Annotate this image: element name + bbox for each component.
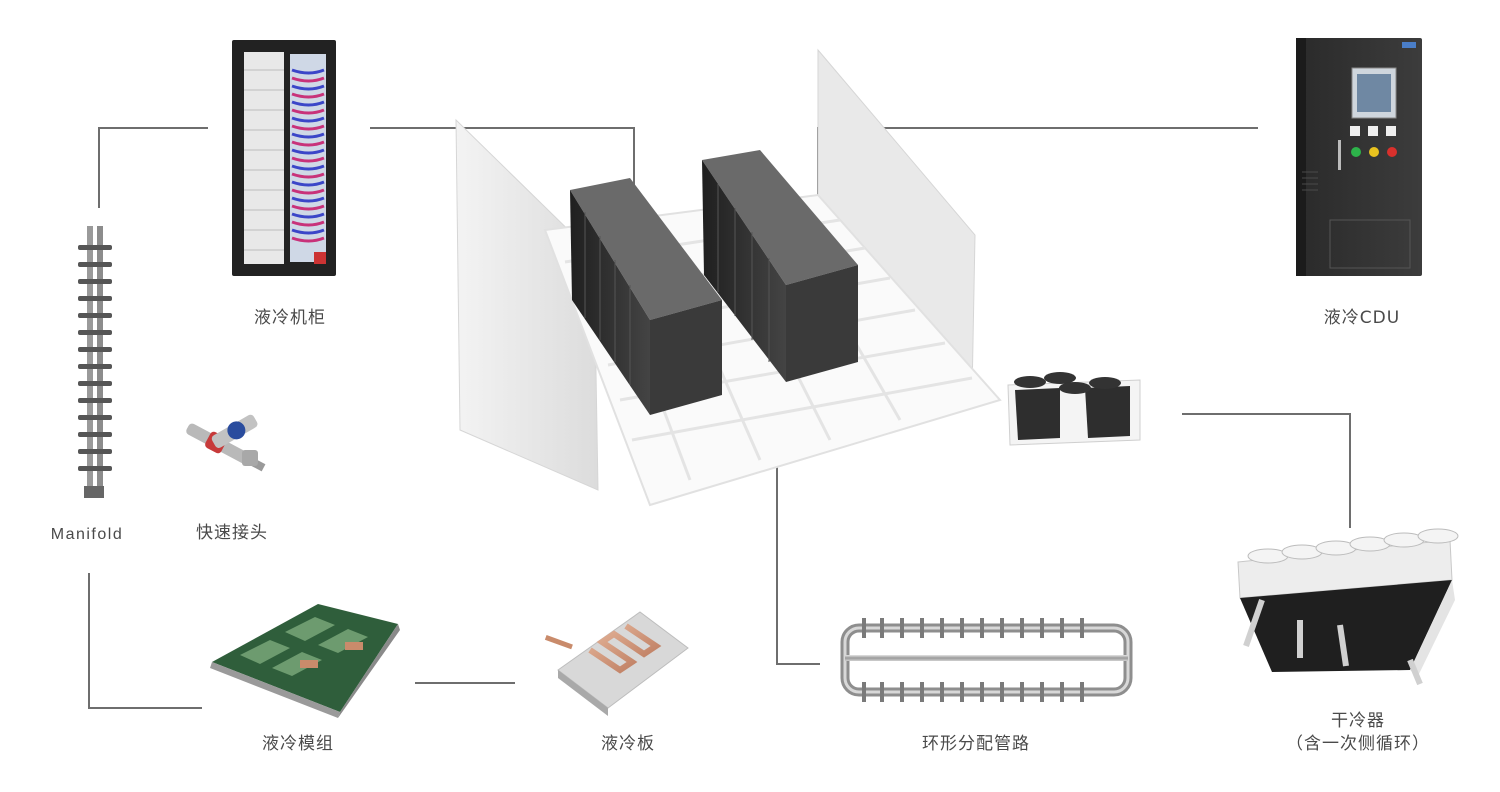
label-cold-plate: 液冷板 <box>601 734 655 754</box>
connector-room-ringpipe <box>776 390 820 665</box>
label-cdu: 液冷CDU <box>1324 308 1400 328</box>
label-dry-cooler-note: （含一次侧循环） <box>1286 734 1430 754</box>
liquid-cooling-cabinet <box>232 40 336 276</box>
cdu-red-indicator <box>1387 147 1397 157</box>
label-quick-connector: 快速接头 <box>196 523 268 543</box>
ring-distribution-pipe <box>840 618 1133 702</box>
label-cabinet: 液冷机柜 <box>254 308 326 328</box>
connector-cabinet-manifold <box>98 127 208 208</box>
data-center-room <box>455 48 1141 507</box>
room-dry-cooler-unit <box>1007 372 1141 446</box>
label-manifold: Manifold <box>51 526 123 543</box>
liquid-cooling-module <box>210 604 400 718</box>
rack-row-1 <box>570 178 722 415</box>
cdu-yellow-indicator <box>1369 147 1379 157</box>
label-dry-cooler: 干冷器 <box>1331 711 1385 731</box>
quick-connector <box>186 414 266 472</box>
cdu-green-indicator <box>1351 147 1361 157</box>
manifold <box>78 226 112 498</box>
liquid-cooling-cdu <box>1296 38 1422 276</box>
label-ring-pipe: 环形分配管路 <box>922 734 1030 754</box>
label-module: 液冷模组 <box>262 734 334 754</box>
cold-plate <box>544 611 689 716</box>
connector-manifold-module <box>88 573 202 709</box>
dry-cooler <box>1237 528 1459 686</box>
rack-row-2 <box>702 150 858 382</box>
connector-drycooler <box>1182 413 1351 528</box>
room-left-wall <box>455 118 599 491</box>
